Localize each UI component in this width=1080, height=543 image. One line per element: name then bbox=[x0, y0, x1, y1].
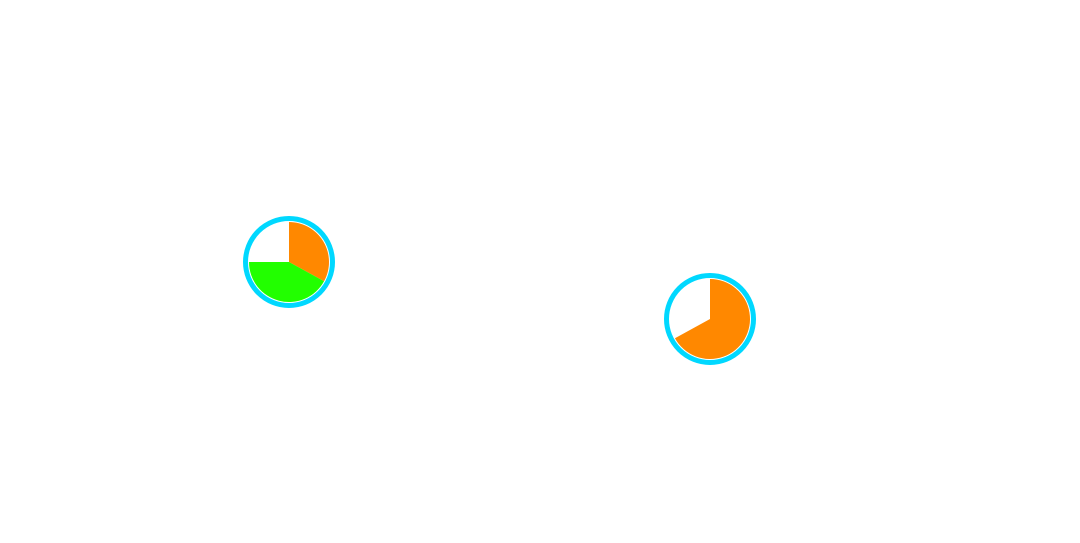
left-pie-gauge bbox=[243, 216, 335, 308]
left-pie-gauge-svg bbox=[243, 216, 335, 308]
left-pie-gauge-segment-1 bbox=[289, 222, 329, 282]
right-pie-gauge-svg bbox=[664, 273, 756, 365]
right-gauge-ring bbox=[664, 273, 756, 365]
right-gauge-segments bbox=[674, 279, 750, 359]
left-pie-gauge-segment-2 bbox=[249, 262, 325, 302]
right-pie-gauge bbox=[664, 273, 756, 365]
right-pie-gauge-segment-1 bbox=[674, 279, 750, 359]
left-gauge-ring bbox=[243, 216, 335, 308]
left-gauge-segments bbox=[249, 222, 329, 302]
